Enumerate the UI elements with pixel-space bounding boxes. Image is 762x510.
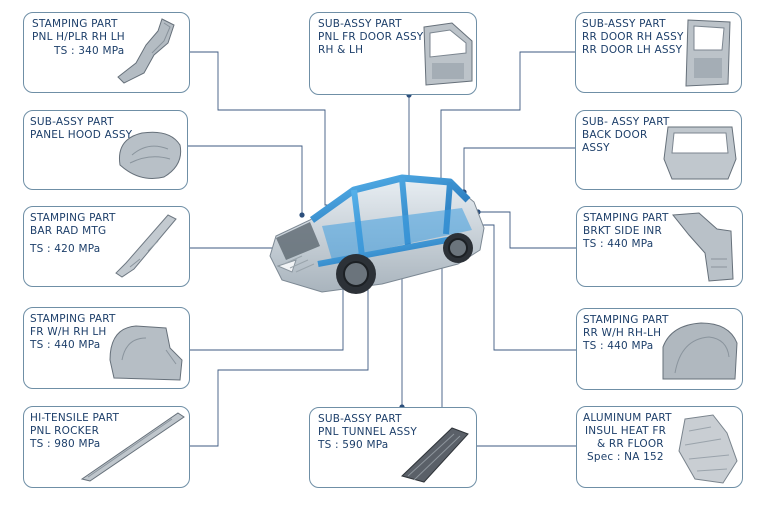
connector-panel-hood — [188, 145, 303, 215]
card-part-name: BACK DOOR — [582, 129, 648, 141]
car-body-illustration — [269, 174, 485, 294]
card-part-name-2: RH & LH — [318, 44, 364, 56]
card-part-name: BAR RAD MTG — [30, 225, 107, 237]
part-card-pnl-h-plr: STAMPING PART PNL H/PLR RH LH TS : 340 M… — [23, 12, 190, 93]
part-card-panel-hood: SUB-ASSY PART PANEL HOOD ASSY — [23, 110, 188, 190]
part-card-brkt-side-inr: STAMPING PART BRKT SIDE INR TS : 440 MPa — [576, 206, 743, 287]
card-part-name: RR W/H RH-LH — [583, 327, 662, 339]
rear-door-icon — [685, 19, 731, 87]
part-card-pnl-fr-door: SUB-ASSY PART PNL FR DOOR ASSY RH & LH — [309, 12, 477, 95]
part-card-pnl-tunnel: SUB-ASSY PART PNL TUNNEL ASSY TS : 590 M… — [309, 407, 477, 488]
rocker-icon — [80, 412, 185, 482]
part-card-fr-wh: STAMPING PART FR W/H RH LH TS : 440 MPa — [23, 307, 190, 389]
card-spec: TS : 980 MPa — [30, 438, 101, 450]
card-spec: TS : 420 MPa — [30, 243, 101, 255]
card-part-name: PNL TUNNEL ASSY — [318, 426, 417, 438]
card-category: STAMPING PART — [30, 212, 116, 224]
bar-part-icon — [115, 214, 177, 278]
part-card-rr-door: SUB-ASSY PART RR DOOR RH ASSY RR DOOR LH… — [575, 12, 742, 93]
card-part-name: RR DOOR RH ASSY — [582, 31, 684, 43]
pillar-part-icon — [117, 18, 175, 84]
card-part-name: BRKT SIDE INR — [583, 225, 662, 237]
card-part-name: PNL ROCKER — [30, 425, 100, 437]
connector-back-door — [463, 147, 575, 192]
front-door-icon — [423, 22, 473, 86]
card-category: SUB- ASSY PART — [582, 116, 670, 128]
connector-brkt-side-inr — [478, 211, 576, 249]
back-door-icon — [663, 126, 737, 180]
card-spec: TS : 590 MPa — [318, 439, 389, 451]
card-category: HI-TENSILE PART — [30, 412, 120, 424]
card-category: SUB-ASSY PART — [318, 18, 402, 30]
bracket-part-icon — [672, 212, 734, 282]
card-part-name: INSUL HEAT FR — [585, 425, 667, 437]
connector-fr-wh — [190, 275, 344, 351]
card-category: SUB-ASSY PART — [318, 413, 402, 425]
tunnel-icon — [401, 427, 469, 483]
card-category: SUB-ASSY PART — [30, 116, 114, 128]
rear-wheelhouse-icon — [662, 322, 738, 380]
card-spec: TS : 440 MPa — [30, 339, 101, 351]
card-spec: TS : 440 MPa — [583, 238, 654, 250]
card-spec: TS : 440 MPa — [583, 340, 654, 352]
card-category: STAMPING PART — [30, 313, 116, 325]
part-card-back-door: SUB- ASSY PART BACK DOOR ASSY — [575, 110, 742, 190]
heat-shield-icon — [678, 414, 738, 484]
card-category: STAMPING PART — [583, 212, 669, 224]
connector-pnl-rocker — [190, 278, 369, 447]
hood-icon — [118, 131, 182, 179]
card-spec: Spec : NA 152 — [587, 451, 664, 463]
card-category: ALUMINUM PART — [583, 412, 672, 424]
card-spec: TS : 340 MPa — [54, 45, 125, 57]
card-category: STAMPING PART — [583, 314, 669, 326]
wheelhouse-icon — [109, 325, 183, 381]
card-part-name: PANEL HOOD ASSY — [30, 129, 133, 141]
part-card-bar-rad-mtg: STAMPING PART BAR RAD MTG TS : 420 MPa — [23, 206, 190, 287]
card-part-name: FR W/H RH LH — [30, 326, 107, 338]
card-part-name-2: RR DOOR LH ASSY — [582, 44, 683, 56]
part-card-rr-wh: STAMPING PART RR W/H RH-LH TS : 440 MPa — [576, 308, 743, 390]
card-part-name: PNL FR DOOR ASSY — [318, 31, 424, 43]
card-category: SUB-ASSY PART — [582, 18, 666, 30]
card-part-name: PNL H/PLR RH LH — [32, 31, 125, 43]
card-part-name-2: & RR FLOOR — [597, 438, 664, 450]
part-card-insul-heat: ALUMINUM PART INSUL HEAT FR & RR FLOOR S… — [576, 406, 743, 488]
connector-rr-door — [440, 51, 575, 200]
card-part-name-2: ASSY — [582, 142, 610, 154]
part-card-pnl-rocker: HI-TENSILE PART PNL ROCKER TS : 980 MPa — [23, 406, 190, 488]
card-category: STAMPING PART — [32, 18, 118, 30]
